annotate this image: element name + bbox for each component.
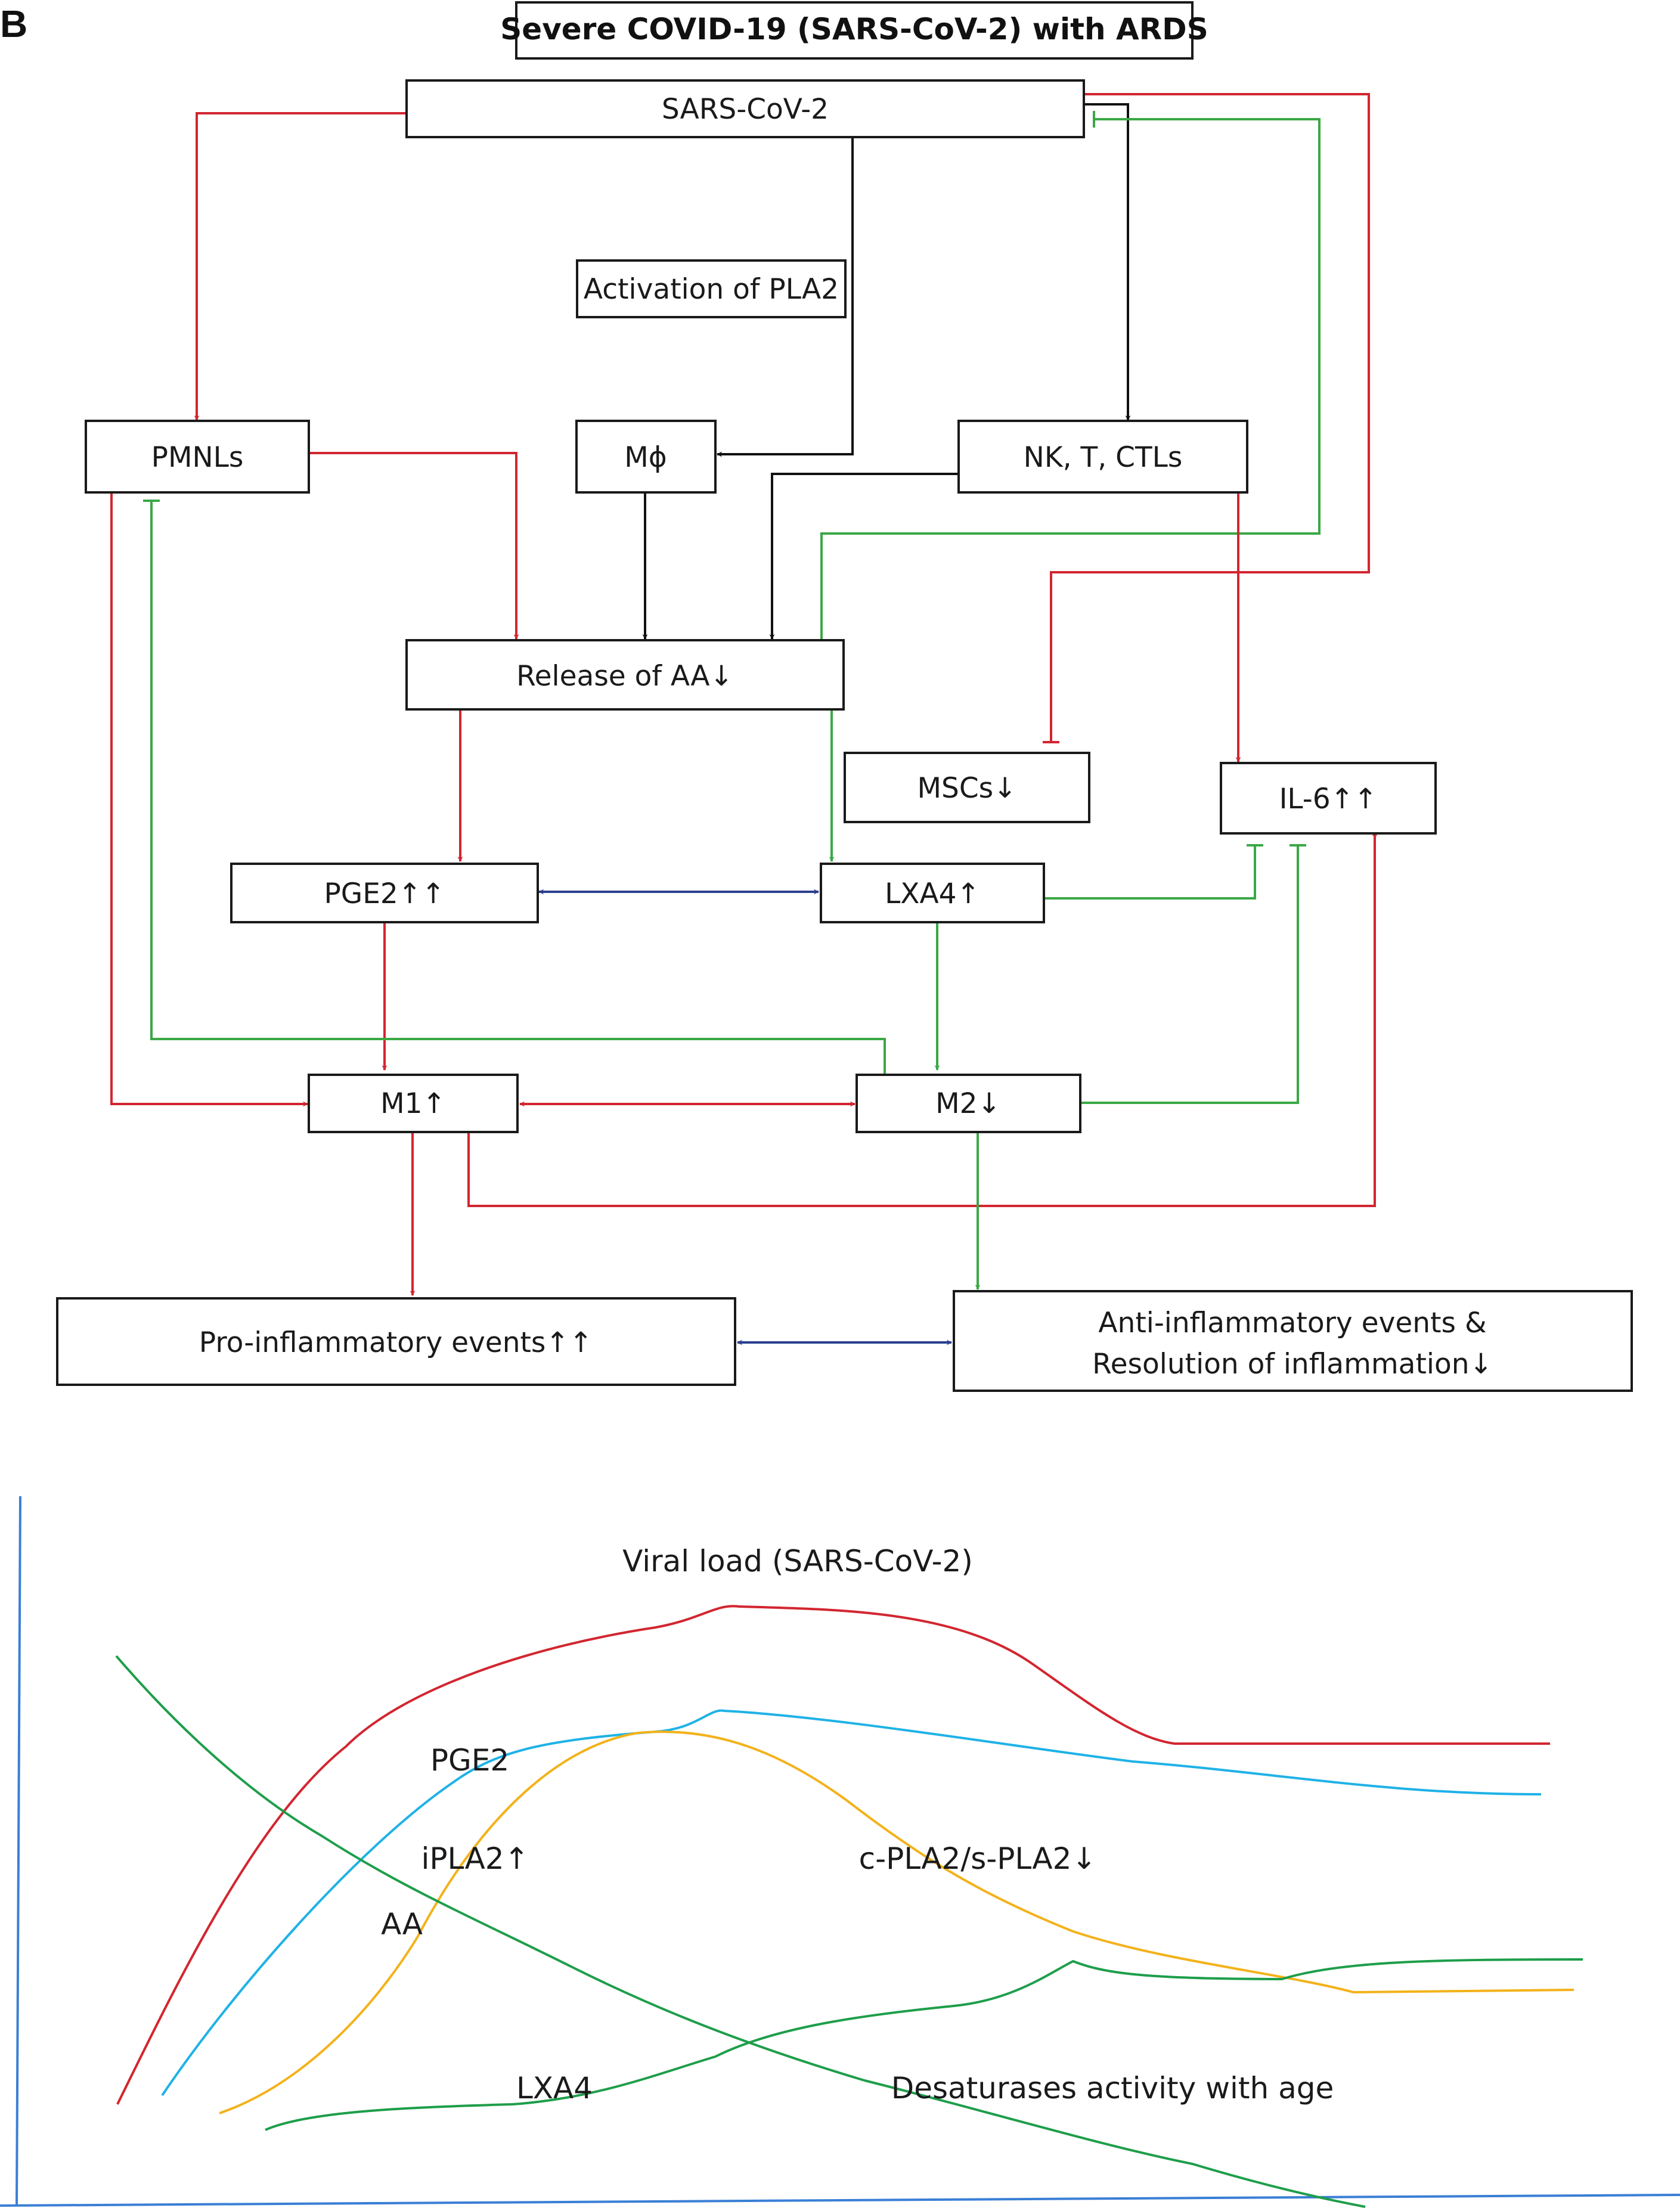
node-mscs: MSCs↓ xyxy=(844,752,1090,823)
panel-label: B xyxy=(0,2,27,45)
node-mphi-label: Mϕ xyxy=(624,441,667,474)
node-pge2: PGE2↑↑ xyxy=(230,863,539,923)
inhibit-m2-to-il6 xyxy=(1080,845,1299,1104)
arrow-sars-to-pmnls xyxy=(194,112,407,421)
node-pla2-label: Activation of PLA2 xyxy=(584,273,839,306)
inhibit-aa-to-sars xyxy=(820,118,1321,639)
node-pro-label: Pro-inflammatory events↑↑ xyxy=(199,1326,593,1359)
node-il6: IL-6↑↑ xyxy=(1220,762,1437,835)
arrow-pmnls-m1 xyxy=(109,469,308,1107)
node-il6-label: IL-6↑↑ xyxy=(1279,783,1378,815)
label-pge2-curve: PGE2 xyxy=(430,1743,509,1778)
node-m1-label: M1↑ xyxy=(380,1087,446,1120)
arrow-m1-to-il6 xyxy=(467,831,1378,1207)
node-lxa4: LXA4↑ xyxy=(820,863,1045,923)
label-aa-curve: AA xyxy=(381,1907,423,1942)
title-box: Severe COVID-19 (SARS-CoV-2) with ARDS xyxy=(500,1,1208,60)
node-m2-label: M2↓ xyxy=(935,1087,1001,1120)
inhibit-m2-to-pmnls xyxy=(150,501,886,1075)
arrow-sars-to-mphi xyxy=(717,137,854,457)
node-activation-pla2: Activation of PLA2 xyxy=(576,259,847,318)
curve-desaturases xyxy=(115,1655,1366,2208)
curve-pla2 xyxy=(219,1731,1574,2114)
y-axis xyxy=(16,1496,21,2206)
node-m1: M1↑ xyxy=(308,1074,519,1133)
inhibit-lxa4-to-il6 xyxy=(1044,845,1256,900)
curve-pge2 xyxy=(161,1709,1542,2097)
node-nk-label: NK, T, CTLs xyxy=(1024,441,1183,474)
x-axis xyxy=(0,2194,1680,2207)
node-nk-t-ctls: NK, T, CTLs xyxy=(957,420,1248,494)
label-ipla2: iPLA2↑ xyxy=(421,1841,529,1876)
node-anti-inflammatory: Anti-inflammatory events & Resolution of… xyxy=(953,1290,1633,1392)
arrow-pmnls-to-aa xyxy=(309,452,519,640)
arrow-sars-to-nk xyxy=(1084,103,1131,421)
arrow-nk-to-aa xyxy=(769,473,959,640)
node-macrophage: Mϕ xyxy=(575,420,717,494)
curve-lxa4 xyxy=(265,1958,1583,2131)
curves-panel: Viral load (SARS-CoV-2) PGE2 iPLA2↑ c-PL… xyxy=(0,1496,1680,2208)
node-pmnls: PMNLs xyxy=(85,420,310,494)
node-sars-cov-2: SARS-CoV-2 xyxy=(405,79,1085,138)
label-lxa4-curve: LXA4 xyxy=(516,2071,593,2105)
label-cpla2: c-PLA2/s-PLA2↓ xyxy=(859,1841,1097,1876)
node-m2: M2↓ xyxy=(856,1074,1081,1133)
label-viral-load: Viral load (SARS-CoV-2) xyxy=(622,1544,973,1579)
node-anti-label-2: Resolution of inflammation↓ xyxy=(1092,1348,1493,1381)
node-pro-inflammatory: Pro-inflammatory events↑↑ xyxy=(56,1297,736,1386)
node-release-aa: Release of AA↓ xyxy=(405,639,845,711)
node-mscs-label: MSCs↓ xyxy=(917,772,1016,805)
node-lxa4-label: LXA4↑ xyxy=(885,877,980,910)
node-sars-label: SARS-CoV-2 xyxy=(662,93,829,126)
title: Severe COVID-19 (SARS-CoV-2) with ARDS xyxy=(500,12,1208,46)
node-pge2-label: PGE2↑↑ xyxy=(324,877,445,910)
node-pmnls-label: PMNLs xyxy=(151,441,244,474)
node-anti-label-1: Anti-inflammatory events & xyxy=(1098,1307,1486,1339)
curve-viral-load xyxy=(116,1605,1550,2105)
label-desaturases: Desaturases activity with age xyxy=(891,2071,1334,2105)
node-aa-label: Release of AA↓ xyxy=(516,660,733,693)
inhibit-sars-to-mscs xyxy=(1050,93,1370,742)
